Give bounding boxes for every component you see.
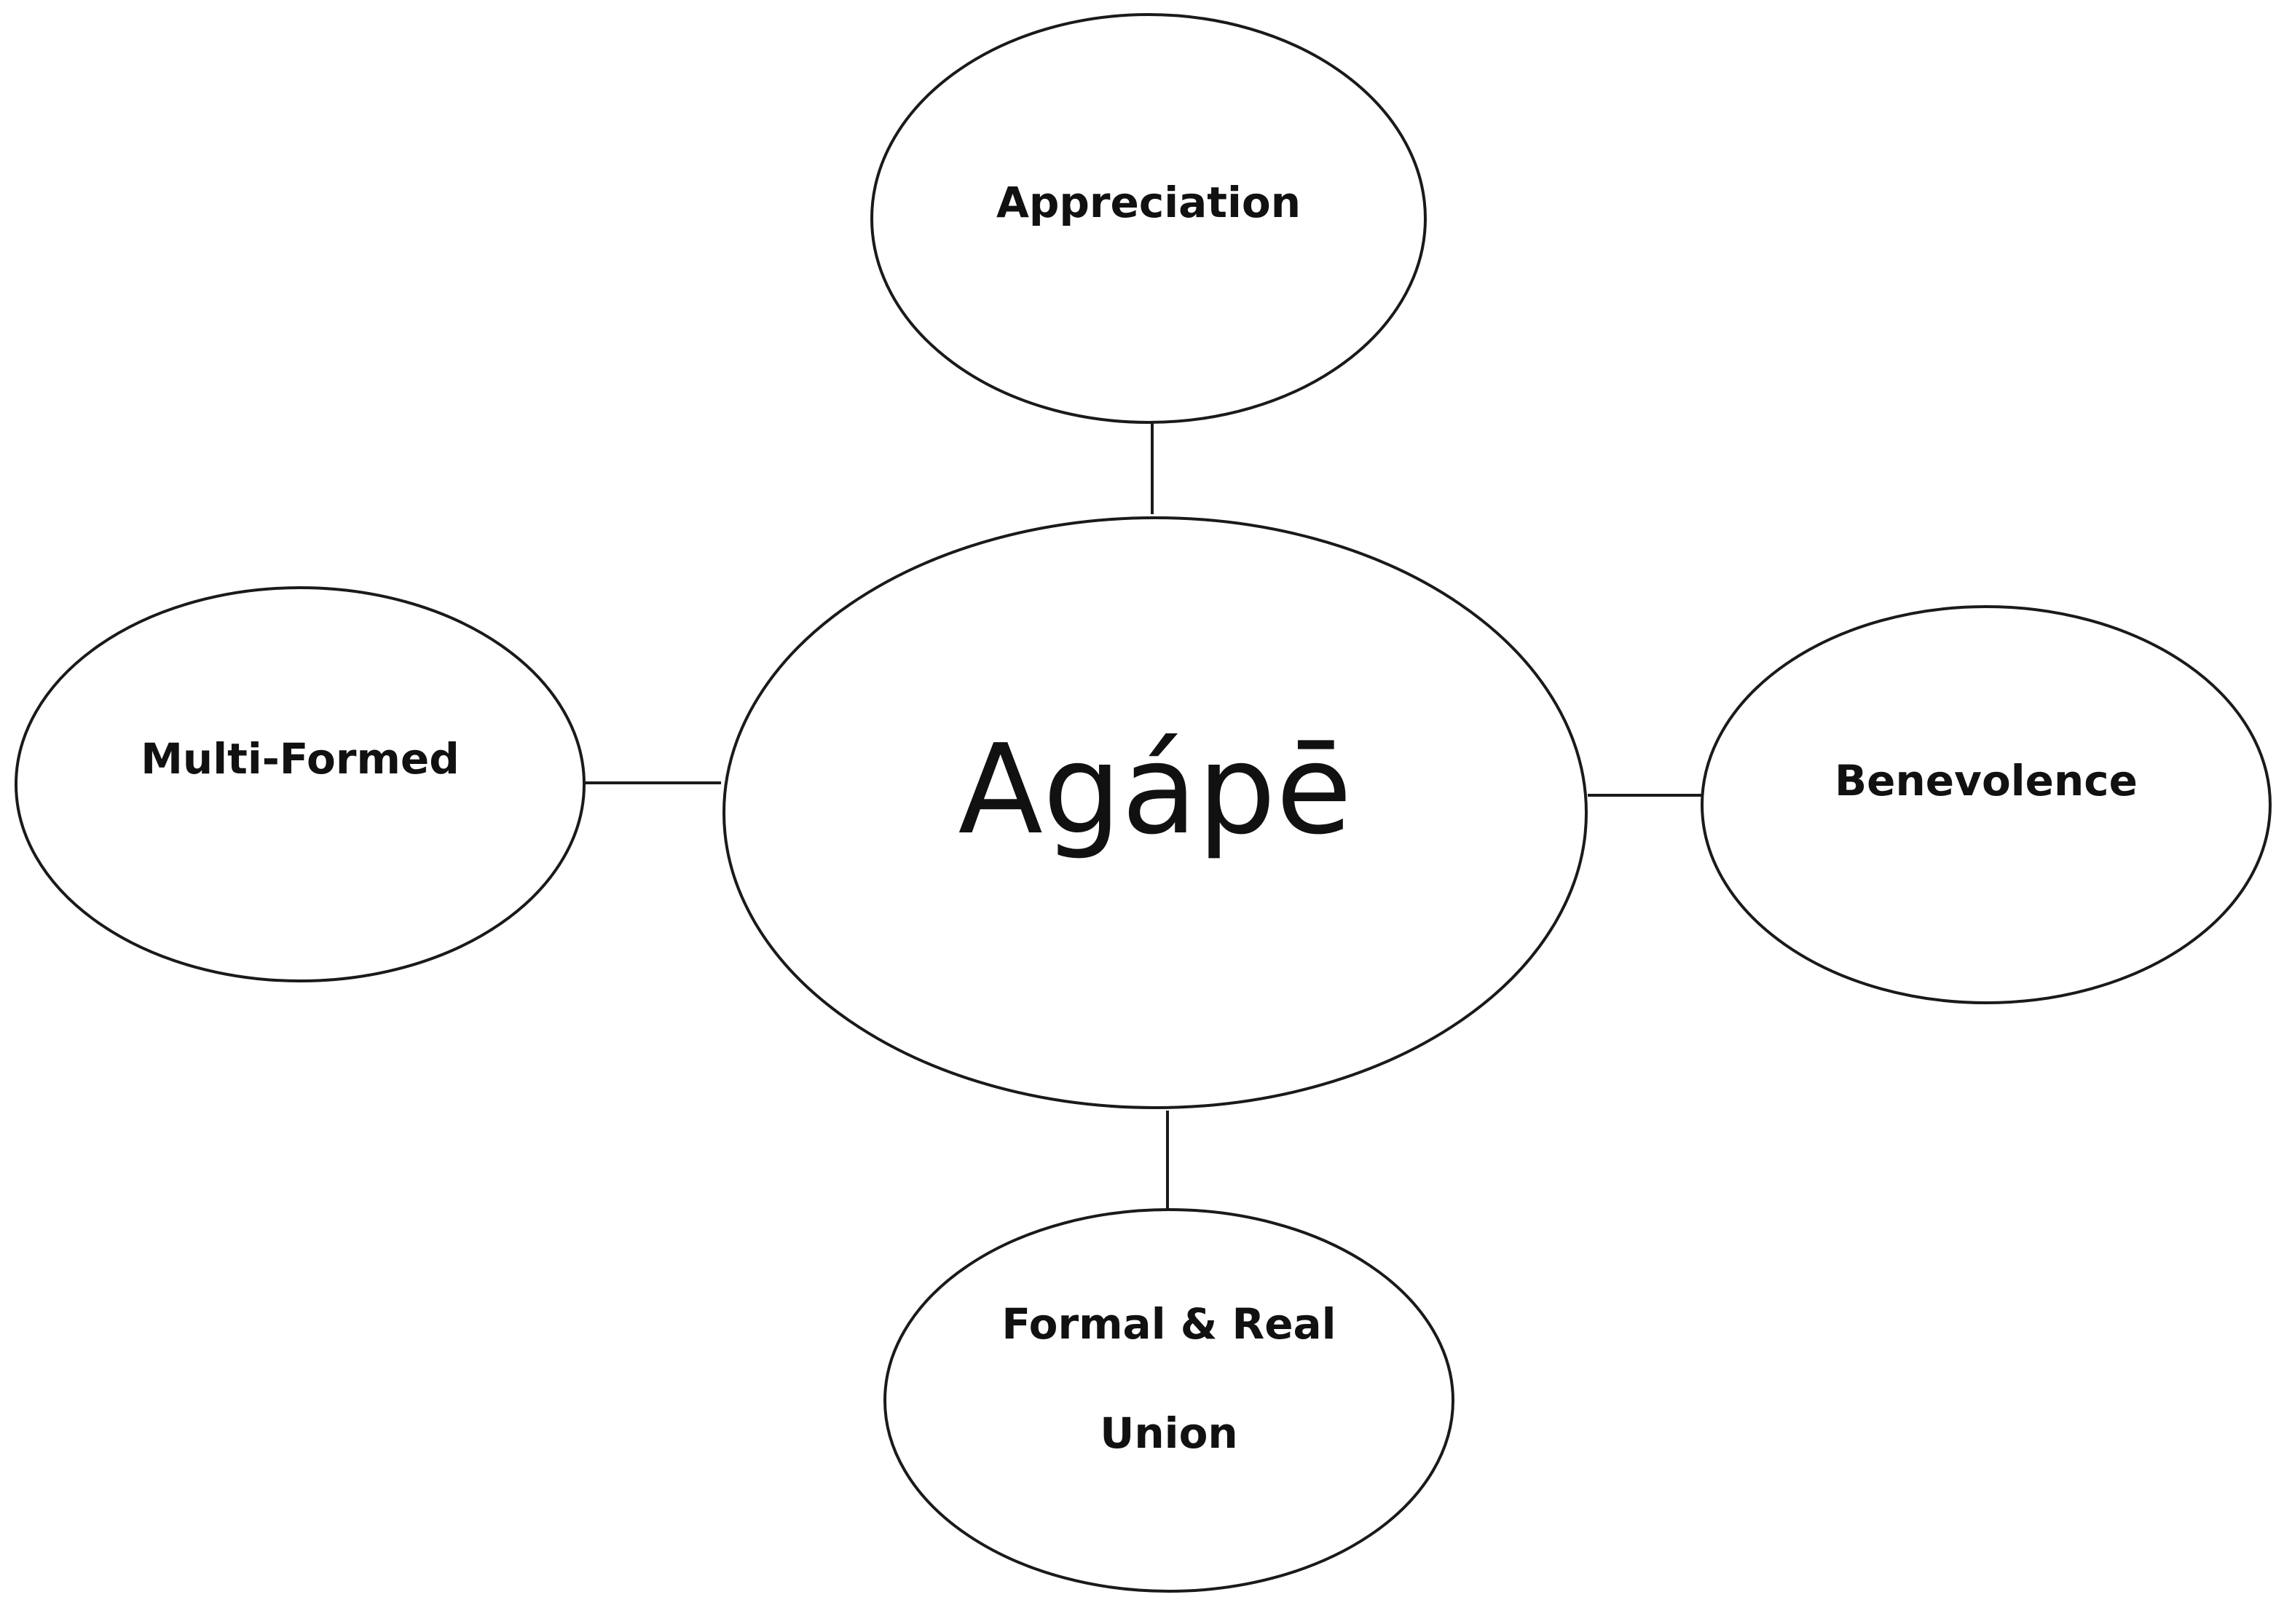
node-appreciation-label: Appreciation — [996, 178, 1301, 227]
node-benevolence: Benevolence — [1701, 605, 2272, 1004]
node-agape: Agápē — [722, 516, 1588, 1109]
node-multi-formed: Multi-Formed — [15, 586, 586, 982]
node-benevolence-label: Benevolence — [1835, 756, 2138, 805]
node-appreciation-shape — [870, 13, 1427, 424]
node-benevolence-shape — [1701, 605, 2272, 1004]
node-formal-real-union-label-line2: Union — [1100, 1408, 1237, 1458]
node-appreciation: Appreciation — [870, 13, 1427, 424]
node-multi-formed-shape — [15, 586, 586, 982]
node-formal-real-union: Formal & Real Union — [883, 1208, 1454, 1593]
node-formal-real-union-shape — [883, 1208, 1454, 1593]
node-formal-real-union-label-line1: Formal & Real — [1001, 1299, 1336, 1349]
node-agape-shape — [722, 516, 1588, 1109]
node-multi-formed-label: Multi-Formed — [141, 734, 460, 784]
node-agape-label: Agápē — [958, 718, 1352, 862]
